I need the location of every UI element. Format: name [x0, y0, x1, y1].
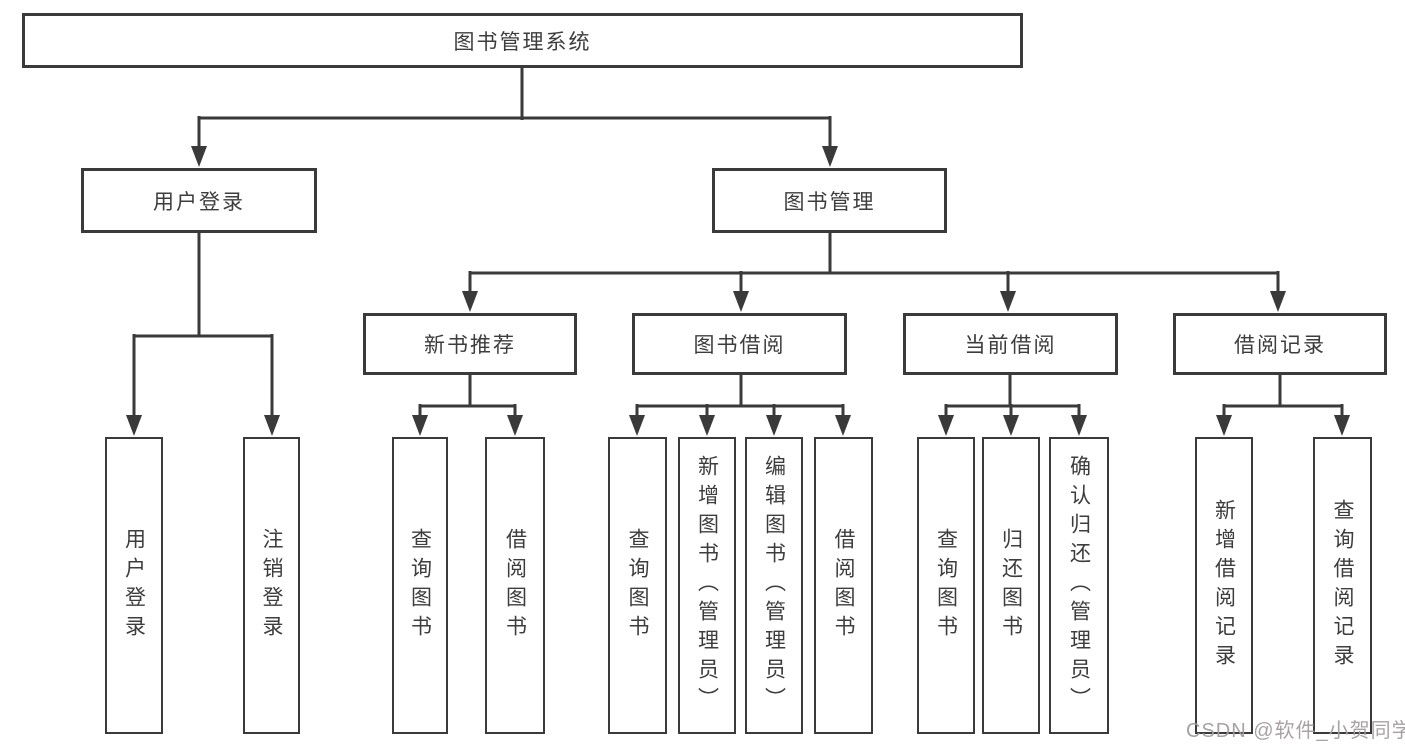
- arrowhead-current-borrow: [1000, 291, 1016, 312]
- leaf-br-query-record-label: 查询借阅记录: [1331, 498, 1354, 673]
- leaf-cb-return-books: 归还图书: [982, 437, 1040, 734]
- node-book-management-label: 图书管理: [783, 190, 876, 214]
- node-new-book-recommend-label: 新书推荐: [424, 334, 516, 357]
- leaf-br-add-record: 新增借阅记录: [1195, 437, 1253, 734]
- node-new-book-recommend: 新书推荐: [363, 313, 577, 375]
- node-current-borrowing: 当前借阅: [903, 313, 1118, 375]
- arrowhead-bb-add: [699, 415, 715, 436]
- csdn-watermark: CSDN @软件_小贺同学: [1186, 720, 1405, 742]
- arrowhead-cb-return: [1003, 415, 1019, 436]
- arrowhead-book-borrow: [733, 291, 749, 312]
- leaf-bb-borrow-books: 借阅图书: [814, 437, 873, 734]
- arrowhead-new-books: [462, 291, 478, 312]
- leaf-logout: 注销登录: [243, 437, 300, 734]
- arrowhead-br-query: [1334, 415, 1350, 436]
- leaf-nb-query-books: 查询图书: [392, 437, 448, 734]
- leaf-bb-borrow-books-label: 借阅图书: [832, 527, 855, 644]
- node-borrowing-records-label: 借阅记录: [1234, 334, 1326, 357]
- arrowhead-borrow-records: [1270, 291, 1286, 312]
- leaf-cb-return-books-label: 归还图书: [999, 527, 1023, 644]
- leaf-bb-query-books: 查询图书: [608, 437, 667, 734]
- arrowhead-logout: [264, 415, 280, 436]
- node-book-borrowing-label: 图书借阅: [693, 334, 786, 357]
- leaf-nb-borrow-books: 借阅图书: [485, 437, 545, 734]
- leaf-logout-label: 注销登录: [260, 527, 283, 644]
- arrowhead-book-mgmt: [822, 146, 838, 167]
- node-borrowing-records: 借阅记录: [1173, 313, 1387, 375]
- leaf-br-query-record: 查询借阅记录: [1313, 437, 1372, 734]
- arrowhead-bb-edit: [766, 415, 782, 436]
- leaf-nb-borrow-books-label: 借阅图书: [503, 527, 527, 644]
- arrowhead-nb-borrow: [507, 415, 523, 436]
- leaf-user-login-label: 用户登录: [122, 527, 146, 644]
- arrowhead-cb-confirm: [1071, 415, 1087, 436]
- leaf-bb-add-books-admin: 新增图书（管理员）: [678, 437, 736, 734]
- node-book-management: 图书管理: [712, 168, 947, 233]
- arrowhead-cb-query: [938, 415, 954, 436]
- node-user-login: 用户登录: [81, 168, 317, 233]
- leaf-cb-query-books: 查询图书: [917, 437, 975, 734]
- node-system-root: 图书管理系统: [22, 13, 1023, 68]
- arrowhead-bb-query: [629, 415, 645, 436]
- leaf-bb-add-books-admin-label: 新增图书（管理员）: [695, 455, 719, 716]
- leaf-br-add-record-label: 新增借阅记录: [1212, 498, 1236, 673]
- arrowhead-bb-borrow: [835, 415, 851, 436]
- arrowhead-login: [126, 415, 142, 436]
- node-current-borrowing-label: 当前借阅: [964, 334, 1057, 357]
- arrowhead-user-login: [191, 146, 207, 167]
- leaf-cb-confirm-return-admin: 确认归还（管理员）: [1049, 437, 1109, 734]
- leaf-cb-confirm-return-admin-label: 确认归还（管理员）: [1067, 455, 1091, 716]
- leaf-bb-edit-books-admin: 编辑图书（管理员）: [745, 437, 803, 734]
- node-user-login-label: 用户登录: [153, 190, 245, 214]
- leaf-nb-query-books-label: 查询图书: [408, 527, 432, 644]
- arrowhead-br-add: [1216, 415, 1232, 436]
- leaf-bb-edit-books-admin-label: 编辑图书（管理员）: [762, 455, 786, 716]
- arrowhead-nb-query: [412, 415, 428, 436]
- node-system-root-label: 图书管理系统: [453, 30, 592, 54]
- leaf-bb-query-books-label: 查询图书: [626, 527, 649, 644]
- leaf-user-login: 用户登录: [105, 437, 163, 734]
- node-book-borrowing: 图书借阅: [632, 313, 847, 375]
- leaf-cb-query-books-label: 查询图书: [934, 527, 958, 644]
